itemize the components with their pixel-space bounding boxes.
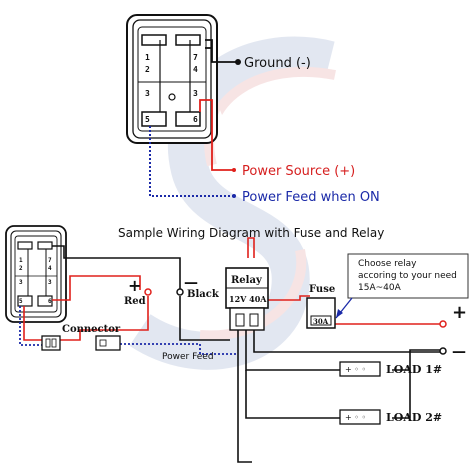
power-feed-dot: [232, 194, 236, 198]
ground-connection-dot: [235, 59, 241, 65]
svg-text:1: 1: [19, 257, 23, 264]
choose-relay-line: 15A~40A: [358, 283, 402, 293]
power-source-label: Power Source (+): [242, 164, 355, 179]
relay: Relay 12V 40A: [225, 267, 269, 331]
black-terminal-label: Black: [187, 289, 220, 300]
choose-relay-line: Choose relay: [358, 259, 417, 269]
main-wires: [19, 237, 442, 463]
pin-number: 2: [145, 65, 150, 74]
load-2-label: LOAD 2#: [386, 411, 442, 424]
relay-rating: 12V 40A: [229, 294, 267, 304]
black-terminal-post: [176, 288, 184, 296]
left-rocker-switch: 12 3 5 74 3 6: [5, 225, 67, 323]
pin-number: 5: [145, 115, 150, 124]
power-feed-label: Power Feed: [162, 352, 214, 362]
pin-number: 3: [193, 89, 198, 98]
battery-negative-post: [439, 347, 447, 355]
battery-positive-sign: +: [452, 302, 467, 323]
connector-label: Connector: [62, 324, 121, 335]
battery-positive-post: [439, 320, 447, 328]
black-terminal: — Black: [176, 275, 220, 300]
svg-text:2: 2: [19, 265, 23, 272]
red-terminal-post: [144, 288, 152, 296]
fuse-title: Fuse: [309, 284, 335, 295]
battery-terminals: + —: [439, 302, 467, 360]
red-terminal: + Red: [124, 276, 152, 307]
fuse: Fuse 30A: [306, 284, 336, 329]
pin-number: 7: [193, 53, 198, 62]
svg-text:+ ◦ ◦: + ◦ ◦: [345, 365, 366, 374]
pin-number: 3: [145, 89, 150, 98]
red-terminal-sign: +: [128, 276, 141, 295]
load-2: + ◦ ◦ LOAD 2#: [339, 409, 442, 425]
power-source-dot: [232, 168, 236, 172]
black-terminal-sign: —: [184, 275, 198, 291]
connector: Connector: [41, 324, 121, 351]
svg-text:5: 5: [19, 298, 23, 305]
svg-text:7: 7: [48, 257, 52, 264]
power-feed-on-label: Power Feed when ON: [242, 190, 380, 205]
pin-number: 6: [193, 115, 198, 124]
choose-relay-line: accoring to your need: [358, 271, 457, 281]
svg-text:4: 4: [48, 265, 52, 272]
svg-text:6: 6: [48, 298, 52, 305]
ground-label: Ground (-): [244, 56, 311, 71]
load-1-label: LOAD 1#: [386, 363, 442, 376]
top-wires: [149, 39, 238, 197]
pin-number: 4: [193, 65, 198, 74]
diagram-title: Sample Wiring Diagram with Fuse and Rela…: [118, 226, 384, 240]
pin-number: 1: [145, 53, 150, 62]
load-1: + ◦ ◦ LOAD 1#: [339, 361, 442, 377]
fuse-rating: 30A: [313, 317, 329, 326]
svg-text:3: 3: [19, 279, 23, 286]
top-rocker-switch: 1 2 3 5 7 4 3 6: [126, 14, 218, 144]
choose-relay-callout: Choose relay accoring to your need 15A~4…: [335, 253, 469, 319]
svg-text:+ ◦ ◦: + ◦ ◦: [345, 413, 366, 422]
relay-title: Relay: [231, 275, 263, 286]
battery-negative-sign: —: [452, 344, 466, 360]
svg-text:3: 3: [48, 279, 52, 286]
red-terminal-label: Red: [124, 296, 146, 307]
